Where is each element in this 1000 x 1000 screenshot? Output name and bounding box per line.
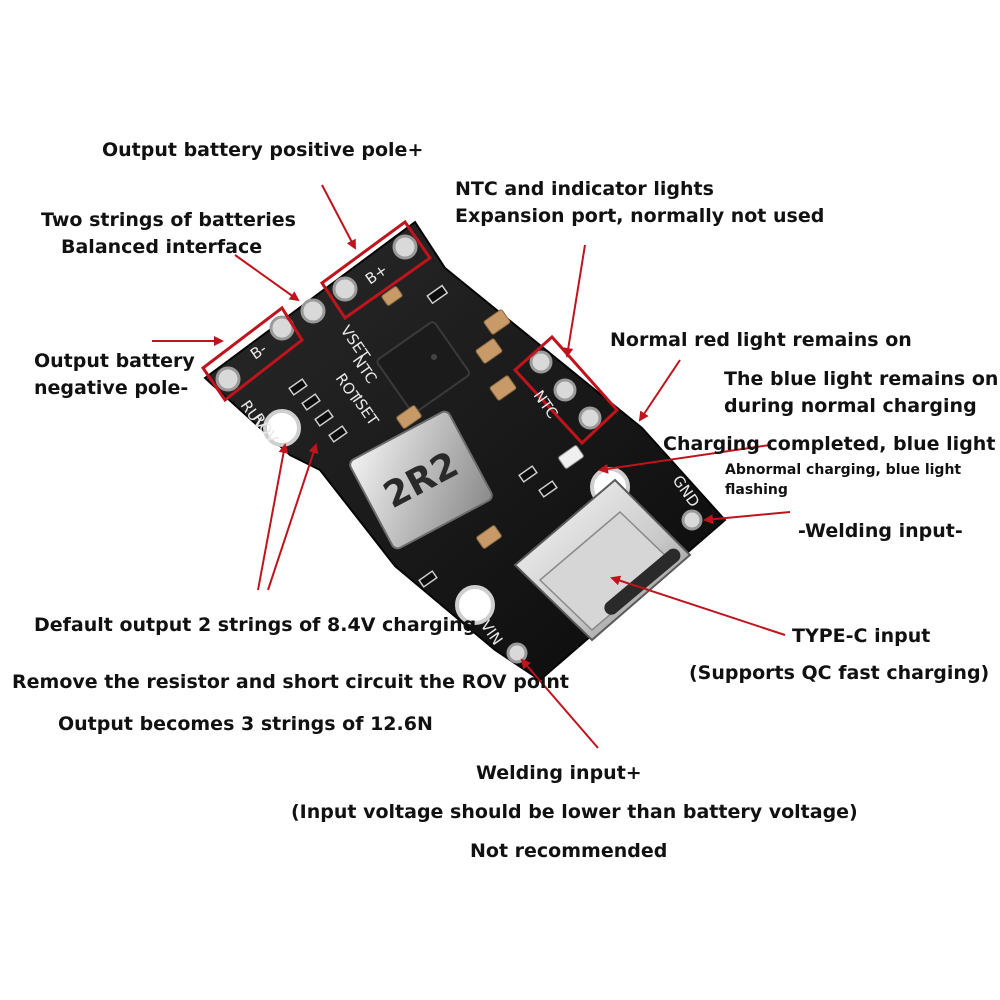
label-welding-negative: -Welding input- bbox=[798, 520, 963, 542]
inductor: 2R2 bbox=[349, 410, 493, 550]
arrow-gnd bbox=[703, 511, 791, 525]
label-negative-line1: Output battery bbox=[34, 350, 195, 372]
label-welding-positive: Welding input+ bbox=[476, 762, 642, 784]
label-ntc-line2: Expansion port, normally not used bbox=[455, 205, 825, 227]
label-output-3s: Output becomes 3 strings of 12.6N bbox=[58, 713, 433, 735]
pad-b-mid bbox=[300, 298, 326, 324]
label-blue-on-line2: during normal charging bbox=[724, 395, 977, 417]
label-default-output: Default output 2 strings of 8.4V chargin… bbox=[34, 614, 477, 636]
pad-ntc-2 bbox=[553, 378, 577, 402]
box-positive bbox=[319, 219, 433, 321]
pad-b-minus bbox=[215, 366, 241, 392]
annotation-arrows bbox=[152, 184, 791, 749]
pad-b-plus bbox=[332, 276, 358, 302]
arrow-default-2 bbox=[267, 443, 319, 591]
pad-ntc-3 bbox=[578, 406, 602, 430]
label-abnormal-line1: Abnormal charging, blue light bbox=[725, 462, 962, 478]
label-blue-off: Charging completed, blue light off bbox=[663, 433, 1000, 455]
label-balance-line2: Balanced interface bbox=[61, 236, 263, 258]
charger-ic bbox=[376, 321, 471, 414]
arrow-vin bbox=[520, 658, 599, 749]
label-blue-on-line1: The blue light remains on bbox=[724, 368, 999, 390]
arrow-typec bbox=[610, 575, 786, 636]
label-negative-line2: negative pole- bbox=[34, 377, 189, 399]
label-remove-resistor: Remove the resistor and short circuit th… bbox=[12, 671, 570, 693]
capacitors bbox=[381, 286, 517, 549]
pad-vin bbox=[506, 642, 528, 664]
smd-resistors bbox=[288, 284, 558, 588]
pad-ntc-1 bbox=[529, 350, 553, 374]
label-input-voltage-note: (Input voltage should be lower than batt… bbox=[291, 801, 858, 823]
ic-pin1-dot bbox=[431, 354, 437, 360]
arrow-balance bbox=[234, 254, 300, 302]
label-typec-line2: (Supports QC fast charging) bbox=[689, 662, 990, 684]
label-typec-line1: TYPE-C input bbox=[792, 625, 931, 647]
label-abnormal-line2: flashing bbox=[725, 482, 788, 498]
box-negative-balance bbox=[200, 305, 304, 403]
arrow-ntc bbox=[563, 244, 586, 358]
arrow-positive bbox=[321, 184, 356, 250]
label-ntc-line1: NTC and indicator lights bbox=[455, 178, 714, 200]
mount-hole-bottom-left bbox=[455, 585, 495, 625]
label-red-light: Normal red light remains on bbox=[610, 329, 912, 351]
arrow-red-light bbox=[638, 359, 681, 422]
pad-gnd bbox=[681, 509, 703, 531]
label-battery-positive: Output battery positive pole+ bbox=[102, 139, 424, 161]
indicator-led bbox=[558, 445, 584, 469]
solder-pads bbox=[215, 234, 703, 664]
arrow-default-1 bbox=[257, 443, 289, 591]
label-balance-line1: Two strings of batteries bbox=[41, 209, 296, 231]
arrow-blue-light bbox=[598, 444, 771, 474]
highlight-boxes bbox=[200, 219, 620, 446]
box-ntc bbox=[512, 334, 620, 446]
usb-c-connector bbox=[513, 478, 692, 642]
label-not-recommended: Not recommended bbox=[470, 840, 668, 862]
pad-top bbox=[392, 234, 418, 260]
